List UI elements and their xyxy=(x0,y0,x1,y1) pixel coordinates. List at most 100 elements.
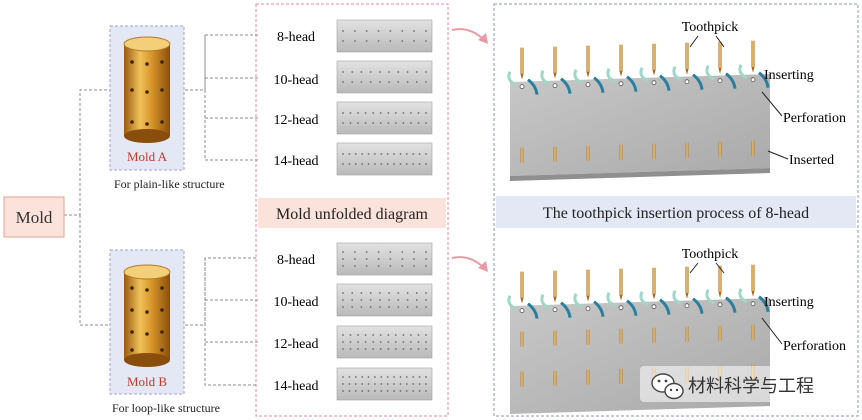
perforation-dot xyxy=(387,341,390,343)
perforation-dot xyxy=(379,334,382,336)
toothpick xyxy=(652,267,656,294)
perforation-dot xyxy=(342,112,344,114)
perforation-dot xyxy=(367,153,370,155)
perforation-dot xyxy=(388,81,390,83)
perforation-hole xyxy=(651,80,657,86)
toothpick-tip xyxy=(718,291,722,298)
perforation-dot xyxy=(342,292,344,294)
rotation-arrow xyxy=(738,64,748,80)
perforation-dot xyxy=(386,390,389,392)
perforation-dot xyxy=(405,153,408,155)
perforation-dot xyxy=(342,122,344,124)
perforation-dot xyxy=(377,30,380,32)
perforation-dot xyxy=(374,376,376,378)
perforation-dot xyxy=(354,163,357,165)
rotation-arrow xyxy=(692,297,704,314)
perforation-dot xyxy=(365,265,368,267)
perforation-hole xyxy=(717,78,723,84)
perforation-dot xyxy=(372,112,375,114)
perforation-dot xyxy=(393,376,395,378)
unfolded-title-box: Mold unfolded diagram xyxy=(258,198,446,228)
perforation-dot xyxy=(372,122,375,124)
perforation-dot xyxy=(402,341,405,343)
perforation-dot xyxy=(425,153,427,155)
inserted-toothpick xyxy=(553,330,557,346)
rotation-arrow xyxy=(705,289,715,305)
perforation-dot xyxy=(360,71,363,73)
perforation-dot xyxy=(374,153,376,155)
perforation-dot xyxy=(425,40,427,42)
perforation-hole xyxy=(519,308,525,314)
plate-item: 12-head xyxy=(273,101,433,135)
perforation-dot xyxy=(361,153,364,155)
perforation-dot xyxy=(412,153,415,155)
process-top-inserted-label: Inserted xyxy=(789,153,834,168)
perforation-dot xyxy=(379,306,381,308)
perforation-dot xyxy=(369,71,372,73)
unfolded-title: Mold unfolded diagram xyxy=(276,206,429,223)
perforation-dot xyxy=(360,292,363,294)
perforation-dot xyxy=(406,299,409,301)
perforation-dot xyxy=(342,153,344,155)
inserted-toothpick xyxy=(751,324,755,340)
rotation-arrow xyxy=(573,69,583,85)
rotation-arrow xyxy=(725,296,737,313)
perforation-dot xyxy=(406,71,409,73)
perforation-dot xyxy=(367,163,370,165)
perforation-dot xyxy=(393,390,395,392)
perforation-dot xyxy=(394,122,397,124)
perforation-dot xyxy=(406,306,409,308)
perforation-dot xyxy=(389,30,392,32)
perforation-dot xyxy=(425,81,427,83)
plate-item: 8-head xyxy=(277,242,433,276)
perforation-dot xyxy=(425,341,427,343)
perforation-dot xyxy=(354,153,357,155)
perforation-dot xyxy=(410,122,412,124)
perforation-dot xyxy=(397,299,400,301)
perforation-dot xyxy=(354,30,356,32)
toothpick xyxy=(718,41,722,68)
leader-line xyxy=(689,262,699,274)
perforation-dot xyxy=(349,334,352,336)
perforation-dot xyxy=(364,341,367,343)
rotation-arrow xyxy=(593,76,605,93)
perforation-dot xyxy=(351,71,354,73)
perforation-dot xyxy=(354,265,356,267)
perforation-dot xyxy=(389,251,392,253)
perforation-dot xyxy=(425,265,427,267)
perforation-dot xyxy=(418,153,421,155)
perforation-dot xyxy=(357,334,359,336)
rotation-arrow xyxy=(738,288,748,304)
leader-line xyxy=(761,91,783,117)
perforation-dot xyxy=(365,30,368,32)
arrowhead-bottom xyxy=(478,261,488,272)
perforation-dot xyxy=(342,383,344,385)
inserted-toothpick xyxy=(619,328,623,344)
plate-perforation-dots xyxy=(342,30,427,392)
perforation-dot xyxy=(342,81,344,83)
perforation-dot xyxy=(361,376,364,378)
perforation-dot xyxy=(367,376,370,378)
perforation-dot xyxy=(425,71,427,73)
toothpick xyxy=(619,268,623,295)
perforation-dot xyxy=(387,112,390,114)
perforation-dot xyxy=(418,376,421,378)
perforation-dot xyxy=(387,122,390,124)
mold-b-cylinder xyxy=(123,264,171,367)
process-title-box: The toothpick insertion process of 8-hea… xyxy=(496,196,856,228)
inserted-toothpick xyxy=(553,146,557,162)
perforation-dot xyxy=(377,265,380,267)
arrow-to-process-bottom xyxy=(451,256,485,269)
process-top-perforation-label: Perforation xyxy=(783,111,846,126)
perforation-dot xyxy=(365,40,368,42)
toothpick-tip xyxy=(751,66,755,73)
rotation-arrow xyxy=(507,71,517,87)
perforation-dot xyxy=(418,390,421,392)
toothpick xyxy=(652,43,656,70)
toothpick xyxy=(685,42,689,69)
perforation-dot xyxy=(379,348,382,350)
plate-label: 8-head xyxy=(277,30,315,45)
mold-root-node: Mold xyxy=(3,196,65,238)
perforation-dot xyxy=(357,122,359,124)
perforation-dot xyxy=(379,112,382,114)
